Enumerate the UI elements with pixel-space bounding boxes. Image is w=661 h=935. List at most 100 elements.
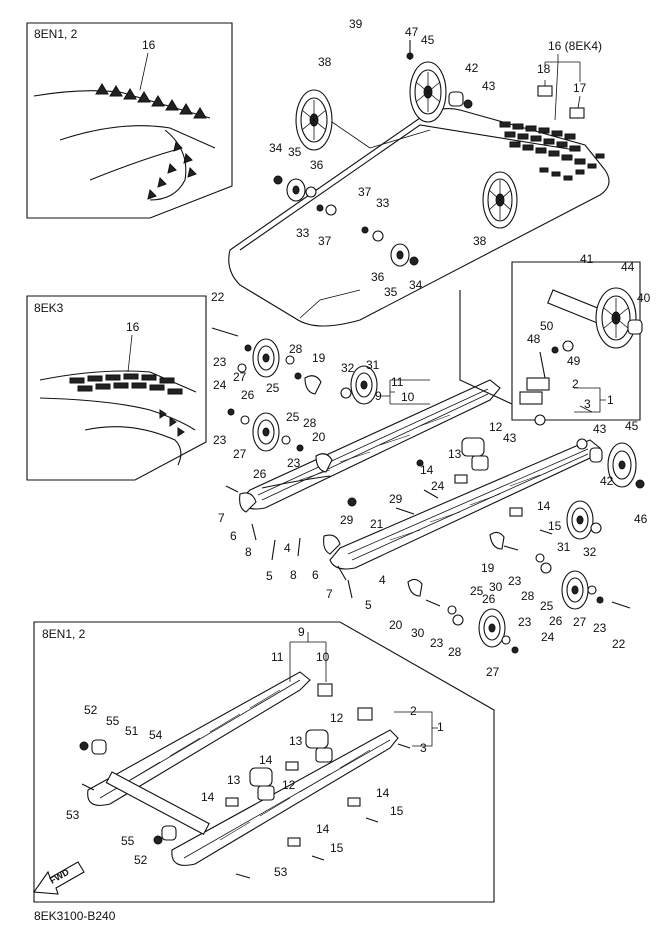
callout-8b: 8 bbox=[290, 568, 297, 582]
callout-27c: 27 bbox=[486, 665, 500, 679]
callout-3: 3 bbox=[584, 397, 591, 411]
callout-55b: 55 bbox=[121, 834, 135, 848]
wheel-26-c bbox=[561, 570, 589, 610]
callout-23f: 23 bbox=[430, 636, 444, 650]
callout-37: 37 bbox=[358, 185, 372, 199]
callout-42: 42 bbox=[465, 61, 479, 75]
callout-48: 48 bbox=[527, 332, 541, 346]
callout-23: 23 bbox=[213, 355, 227, 369]
callout-38: 38 bbox=[318, 55, 332, 69]
callout-14e: 14 bbox=[376, 786, 390, 800]
callout-26b: 26 bbox=[253, 467, 267, 481]
callout-2: 2 bbox=[572, 377, 579, 391]
adjuster-bracket bbox=[519, 340, 574, 405]
callout-13c: 13 bbox=[227, 773, 241, 787]
callout-27d: 27 bbox=[573, 615, 587, 629]
callout-2b: 2 bbox=[410, 704, 417, 718]
callout-15b: 15 bbox=[390, 804, 404, 818]
callout-13b: 13 bbox=[289, 734, 303, 748]
callout-14f: 14 bbox=[316, 822, 330, 836]
callout-50: 50 bbox=[540, 319, 554, 333]
callout-23d: 23 bbox=[508, 574, 522, 588]
callout-20b: 20 bbox=[389, 618, 403, 632]
callout-19b: 19 bbox=[481, 561, 495, 575]
callout-30: 30 bbox=[489, 580, 503, 594]
callout-5b: 5 bbox=[365, 598, 372, 612]
wheel-31-a bbox=[350, 365, 378, 405]
callout-46: 46 bbox=[634, 512, 648, 526]
callout-35: 35 bbox=[288, 145, 302, 159]
inset-mid-left-title: 8EK3 bbox=[34, 301, 64, 315]
callout-30b: 30 bbox=[411, 626, 425, 640]
callout-24: 24 bbox=[213, 378, 227, 392]
callout-51: 51 bbox=[125, 724, 139, 738]
callout-14c: 14 bbox=[259, 753, 273, 767]
callout-13: 13 bbox=[448, 447, 462, 461]
callout-25c: 25 bbox=[540, 599, 554, 613]
callout-14b: 14 bbox=[537, 499, 551, 513]
callout-1b: 1 bbox=[437, 720, 444, 734]
suspension-wheels bbox=[252, 338, 645, 648]
hardware bbox=[211, 327, 631, 654]
callout-12: 12 bbox=[489, 420, 503, 434]
callout-25: 25 bbox=[266, 381, 280, 395]
callout-labels: 39 47 45 42 43 38 18 17 34 35 36 33 37 3… bbox=[66, 17, 651, 879]
track-lugs-main bbox=[499, 121, 605, 181]
callout-20: 20 bbox=[312, 430, 326, 444]
callout-7: 7 bbox=[218, 511, 225, 525]
callout-23b: 23 bbox=[213, 433, 227, 447]
callout-15: 15 bbox=[548, 519, 562, 533]
bracket-lines bbox=[289, 379, 606, 747]
callout-21: 21 bbox=[370, 517, 384, 531]
wheel-31-b bbox=[566, 500, 594, 540]
inset-mid-left: 8EK3 16 bbox=[26, 295, 207, 481]
wheel-26-a bbox=[252, 338, 280, 378]
callout-4b: 4 bbox=[379, 573, 386, 587]
wheel-45-b bbox=[607, 442, 637, 488]
fwd-arrow: FWD bbox=[33, 861, 85, 895]
callout-43c: 43 bbox=[593, 422, 607, 436]
callout-36b: 36 bbox=[371, 270, 385, 284]
callout-29: 29 bbox=[389, 492, 403, 506]
axle-54 bbox=[105, 771, 210, 835]
callout-16-8ek4: 16 (8EK4) bbox=[544, 39, 602, 121]
callout-28d: 28 bbox=[448, 645, 462, 659]
callout-33b: 33 bbox=[376, 196, 390, 210]
callout-35b: 35 bbox=[384, 285, 398, 299]
callout-52: 52 bbox=[84, 703, 98, 717]
drive-track bbox=[228, 108, 610, 327]
inset-top-left-label-16: 16 bbox=[142, 38, 156, 52]
callout-49: 49 bbox=[567, 354, 581, 368]
callout-17: 17 bbox=[573, 81, 587, 95]
callout-41: 41 bbox=[580, 252, 594, 266]
callout-24b: 24 bbox=[431, 479, 445, 493]
callout-43b: 43 bbox=[503, 431, 517, 445]
callout-28c: 28 bbox=[521, 589, 535, 603]
callout-25d: 25 bbox=[470, 584, 484, 598]
callout-22: 22 bbox=[211, 290, 225, 304]
callout-32: 32 bbox=[341, 361, 355, 375]
callout-14: 14 bbox=[420, 463, 434, 477]
callout-12c: 12 bbox=[282, 778, 296, 792]
callout-1: 1 bbox=[607, 393, 614, 407]
spacer-40 bbox=[627, 319, 643, 335]
callout-31b: 31 bbox=[557, 540, 571, 554]
callout-47: 47 bbox=[405, 25, 419, 39]
callout-6: 6 bbox=[230, 529, 237, 543]
track-lugs-inset1 bbox=[95, 83, 207, 201]
callout-9b: 9 bbox=[298, 625, 305, 639]
callout-26c: 26 bbox=[549, 614, 563, 628]
callout-45: 45 bbox=[421, 33, 435, 47]
bearing-43-top bbox=[463, 99, 473, 109]
callout-19: 19 bbox=[312, 351, 326, 365]
callout-16-8ek4-label: 16 (8EK4) bbox=[548, 39, 602, 53]
callout-5: 5 bbox=[266, 569, 273, 583]
callout-55: 55 bbox=[106, 714, 120, 728]
callout-28: 28 bbox=[289, 342, 303, 356]
inset-bottom-title: 8EN1, 2 bbox=[42, 627, 86, 641]
callout-27b: 27 bbox=[233, 447, 247, 461]
inset-bottom: 8EN1, 2 bbox=[33, 621, 495, 903]
inset-mid-left-label-16: 16 bbox=[126, 320, 140, 334]
track-lugs-inset2 bbox=[69, 373, 185, 437]
